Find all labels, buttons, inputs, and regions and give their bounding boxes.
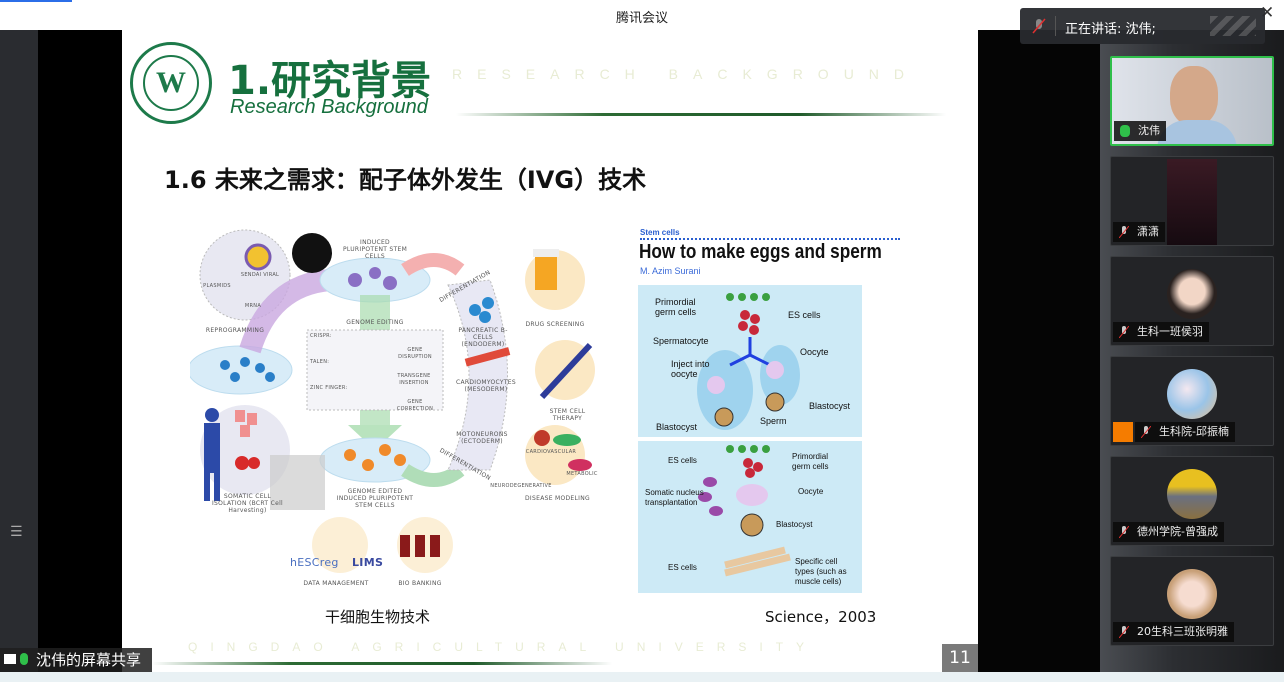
fig-label: Blastocyst: [809, 401, 851, 411]
mic-muted-icon: [1119, 526, 1129, 538]
dotted-rule: [640, 238, 900, 240]
fig-label: GENOME EDITING: [346, 319, 404, 326]
fig-label: Sperm: [760, 416, 787, 426]
figure-section: Stem cells: [640, 228, 680, 237]
slide-heading: 1.研究背景: [228, 58, 432, 104]
stem-cell-figure: INDUCED PLURIPOTENT STEM CELLS REPROGRAM…: [190, 225, 610, 595]
participant-tile[interactable]: 潇潇: [1110, 156, 1274, 246]
participant-tile[interactable]: 生科一班侯羽: [1110, 256, 1274, 346]
participant-tile[interactable]: 生科院-邱振楠: [1110, 356, 1274, 446]
fig-label: DISEASE MODELING: [525, 495, 590, 502]
fig-label: PANCREATIC B-CELLS (ENDODERM): [458, 327, 508, 348]
fig-label: GENE DISRUPTION: [398, 347, 432, 360]
fig-label: PLASMIDS: [203, 283, 231, 289]
avatar: [1167, 269, 1217, 319]
fig-label: ES cells: [668, 456, 697, 465]
fig-label: Oocyte: [798, 487, 824, 496]
fig-label: INDUCED PLURIPOTENT STEM CELLS: [342, 239, 408, 260]
fig-label: Spermatocyte: [653, 336, 709, 346]
bottom-divider: [152, 662, 612, 665]
left-toolbar: [0, 30, 38, 672]
slide-subtitle: 1.6 未来之需求：配子体外发生（IVG）技术: [164, 166, 647, 194]
figure-title: How to make eggs and sperm: [639, 241, 882, 263]
mic-muted-icon: [1032, 18, 1046, 34]
participant-name: 生科一班侯羽: [1137, 325, 1203, 338]
list-icon[interactable]: ☰: [10, 524, 23, 540]
fig-label: STEM CELL THERAPY: [549, 408, 586, 422]
right-caption: Science，2003: [765, 608, 877, 626]
screen-icon: [4, 654, 16, 664]
participant-name: 生科院-邱振楠: [1159, 425, 1229, 438]
participant-video: [1170, 66, 1218, 126]
fig-label: ES cells: [788, 310, 821, 320]
left-caption: 干细胞生物技术: [325, 608, 431, 626]
fig-label: NEURODEGENERATIVE: [490, 483, 552, 489]
speaker-text: 正在讲话: 沈伟;: [1065, 22, 1156, 37]
fig-label: Blastocyst: [776, 520, 813, 529]
avatar: [1167, 469, 1217, 519]
fig-label: SENDAI VIRAL: [240, 272, 280, 278]
watermark-top: RESEARCH BACKGROUND: [452, 66, 920, 82]
fig-label: Primordial germ cells: [655, 297, 697, 317]
participant-tile[interactable]: 20生科三班张明雅: [1110, 556, 1274, 646]
lims-label: LIMS: [352, 556, 384, 569]
participant-name: 沈伟: [1138, 124, 1160, 137]
slide-heading-en: Research Background: [230, 96, 428, 118]
screen-share-label: 沈伟的屏幕共享: [0, 648, 152, 672]
screen-share-text: 沈伟的屏幕共享: [36, 651, 142, 669]
fig-label: ES cells: [668, 563, 697, 572]
fig-label: GENOME EDITED INDUCED PLURIPOTENT STEM C…: [336, 488, 414, 509]
fig-label: REPROGRAMMING: [205, 327, 265, 334]
mic-muted-icon: [1119, 326, 1129, 338]
watermark-bottom: QINGDAO AGRICULTURAL UNIVERSITY: [188, 640, 818, 654]
fig-label: TALEN:: [310, 359, 330, 365]
fig-label: METABOLIC: [566, 471, 598, 477]
fig-label: Blastocyst: [656, 422, 698, 432]
participant-name: 德州学院-曾强成: [1137, 525, 1218, 538]
speaker-banner: 正在讲话: 沈伟;: [1020, 8, 1265, 44]
fig-label: TRANSGENE INSERTION: [397, 373, 431, 386]
divider-line: [456, 113, 946, 116]
fig-label: Specific cell types (such as muscle cell…: [795, 557, 847, 586]
host-badge-icon: [1113, 422, 1133, 442]
fig-label: Inject into oocyte: [671, 359, 710, 379]
shared-slide: W 1.研究背景 Research Background RESEARCH BA…: [122, 30, 978, 672]
mic-muted-icon: [1119, 226, 1129, 238]
avatar: [1167, 569, 1217, 619]
fig-label: DRUG SCREENING: [525, 321, 585, 328]
figure-author: M. Azim Surani: [640, 266, 701, 276]
fig-label: SOMATIC CELL ISOLATION (BCRT Cell Harves…: [211, 493, 284, 514]
fig-label: CRISPR:: [310, 333, 332, 339]
mic-muted-icon: [1141, 426, 1151, 438]
participant-tile[interactable]: 德州学院-曾强成: [1110, 456, 1274, 546]
fig-label: MRNA: [244, 303, 262, 309]
page-number: 11: [942, 644, 978, 672]
participant-tile[interactable]: 沈伟: [1110, 56, 1274, 146]
app-title: 腾讯会议: [615, 11, 668, 26]
fig-label: BIO BANKING: [398, 580, 442, 587]
science-figure: Stem cells How to make eggs and sperm M.…: [630, 225, 910, 595]
fig-label: CARDIOMYOCYTES (MESODERM): [455, 379, 517, 393]
fig-label: GENE CORRECTION: [396, 399, 434, 412]
fig-label: DATA MANAGEMENT: [303, 580, 369, 587]
right-margin: [978, 30, 1100, 672]
mic-on-icon: [1120, 125, 1130, 137]
fig-label: Somatic nucleus transplantation: [645, 488, 704, 507]
mic-muted-icon: [1119, 626, 1129, 638]
fig-label: MOTONEURONS (ECTODERM): [456, 431, 508, 445]
fig-label: Primordial germ cells: [792, 452, 829, 471]
fig-label: Oocyte: [800, 347, 829, 357]
fig-label: CARDIOVASCULAR: [525, 449, 577, 455]
fig-label: ZINC FINGER:: [310, 385, 348, 391]
bottom-bar: [0, 672, 1284, 682]
avatar: [1167, 369, 1217, 419]
participant-name: 潇潇: [1137, 225, 1159, 238]
participant-video: [1167, 159, 1217, 245]
meeting-logo: [1210, 16, 1256, 36]
mic-on-icon: [20, 653, 28, 665]
participant-name: 20生科三班张明雅: [1137, 625, 1228, 638]
hescreg-label: hESCreg: [290, 556, 339, 569]
university-logo: W: [130, 42, 212, 124]
tab-indicator: [0, 0, 72, 2]
